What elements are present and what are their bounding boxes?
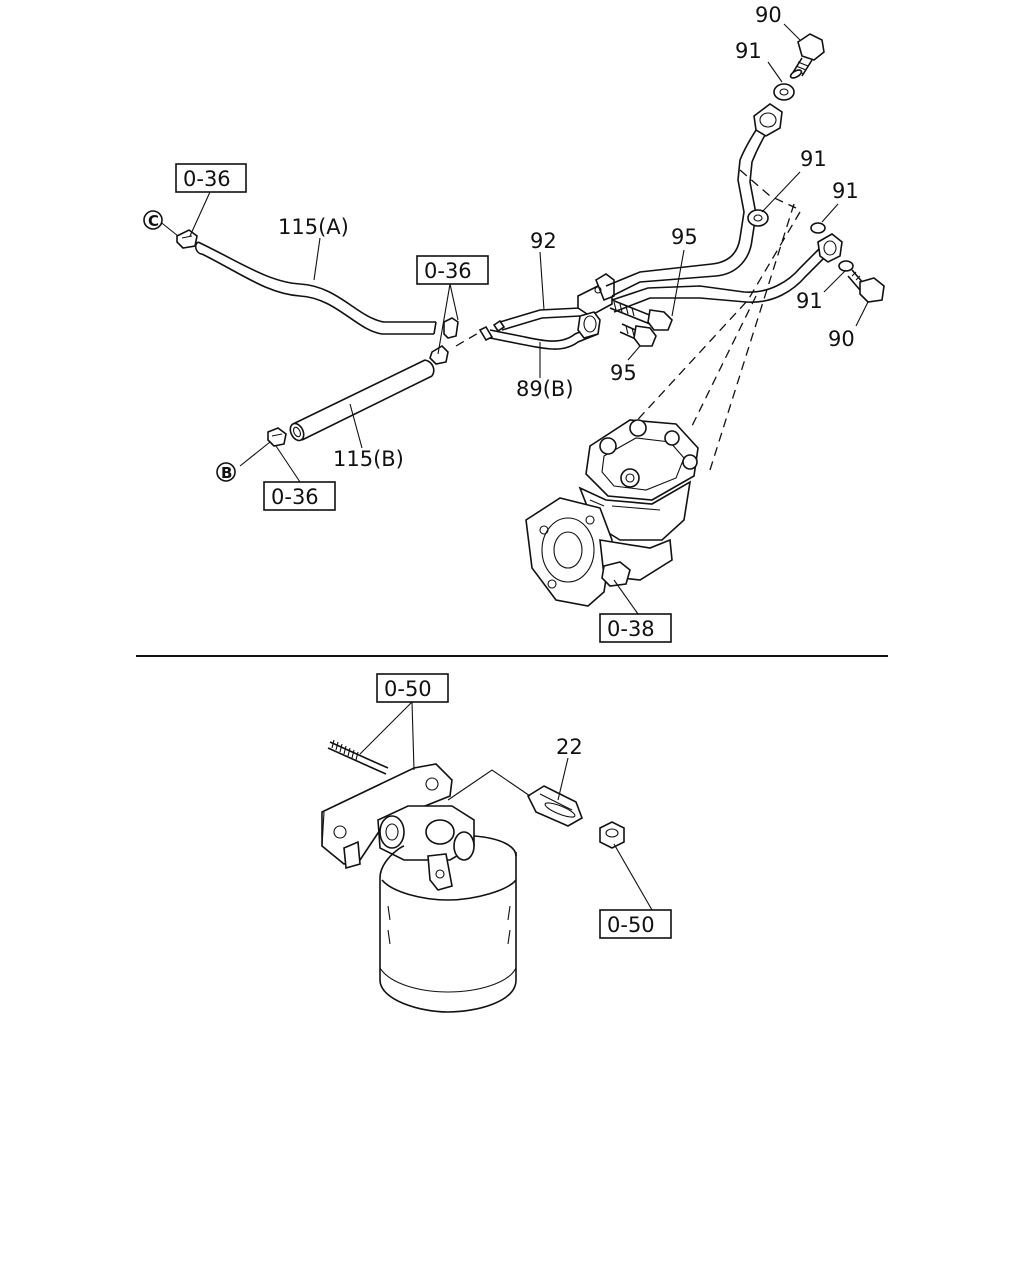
- svg-text:0-50: 0-50: [607, 913, 655, 937]
- svg-text:B: B: [221, 464, 232, 482]
- callout-115a: 115(A): [278, 215, 349, 239]
- pipe-92: [492, 307, 581, 333]
- ref-0-36-mid: 0-36: [416, 255, 489, 285]
- bolt-90-right: [847, 269, 885, 303]
- svg-text:0-36: 0-36: [183, 167, 231, 191]
- hose-clamp-b: [267, 427, 287, 447]
- ref-0-38: 0-38: [599, 613, 672, 643]
- callout-91-mid: 91: [800, 147, 827, 171]
- ref-0-36-left: 0-36: [175, 163, 247, 193]
- connector-c-icon: C: [143, 210, 163, 230]
- callout-91-right2: 91: [796, 289, 823, 313]
- svg-text:0-36: 0-36: [271, 485, 319, 509]
- sensor-22: [526, 785, 583, 827]
- callout-89b: 89(B): [516, 377, 574, 401]
- callout-90-top: 90: [755, 3, 782, 27]
- callout-115b: 115(B): [333, 447, 404, 471]
- ref-0-36-bottom: 0-36: [263, 481, 336, 511]
- bolt-95-bottom: [619, 323, 657, 347]
- washer-91-mid: [747, 209, 769, 227]
- filter-head: [321, 763, 475, 891]
- fuel-filter-canister: [379, 835, 517, 1013]
- stud: [327, 739, 389, 775]
- svg-text:0-50: 0-50: [384, 677, 432, 701]
- pipe-bracket: [577, 273, 615, 339]
- pipe-upper-right: [611, 233, 843, 313]
- pipe-upper-long: [605, 103, 783, 297]
- hose-115b: [289, 359, 435, 442]
- pipe-89b: [478, 325, 599, 350]
- washer-91-top: [773, 83, 795, 101]
- hose-clamp-middle: [429, 317, 459, 365]
- svg-text:C: C: [148, 212, 159, 230]
- callout-95-top: 95: [671, 225, 698, 249]
- hose-clamp-c: [176, 229, 198, 249]
- callout-91-top: 91: [735, 39, 762, 63]
- callout-90-right: 90: [828, 327, 855, 351]
- callout-22: 22: [556, 735, 583, 759]
- washer-91-right: [810, 222, 826, 234]
- ref-0-50-top: 0-50: [376, 673, 449, 703]
- callout-92: 92: [530, 229, 557, 253]
- washer-91-right2: [838, 260, 854, 272]
- hose-115a: [194, 241, 437, 335]
- ref-0-50-right: 0-50: [599, 909, 672, 939]
- svg-text:0-36: 0-36: [424, 259, 472, 283]
- callout-91-right: 91: [832, 179, 859, 203]
- callout-95-bottom: 95: [610, 361, 637, 385]
- bolt-90-top: [789, 33, 825, 79]
- bolt-95-top: [609, 299, 673, 331]
- air-compressor: [525, 419, 699, 607]
- connector-b-icon: B: [216, 462, 236, 482]
- svg-text:0-38: 0-38: [607, 617, 655, 641]
- nut: [599, 821, 625, 849]
